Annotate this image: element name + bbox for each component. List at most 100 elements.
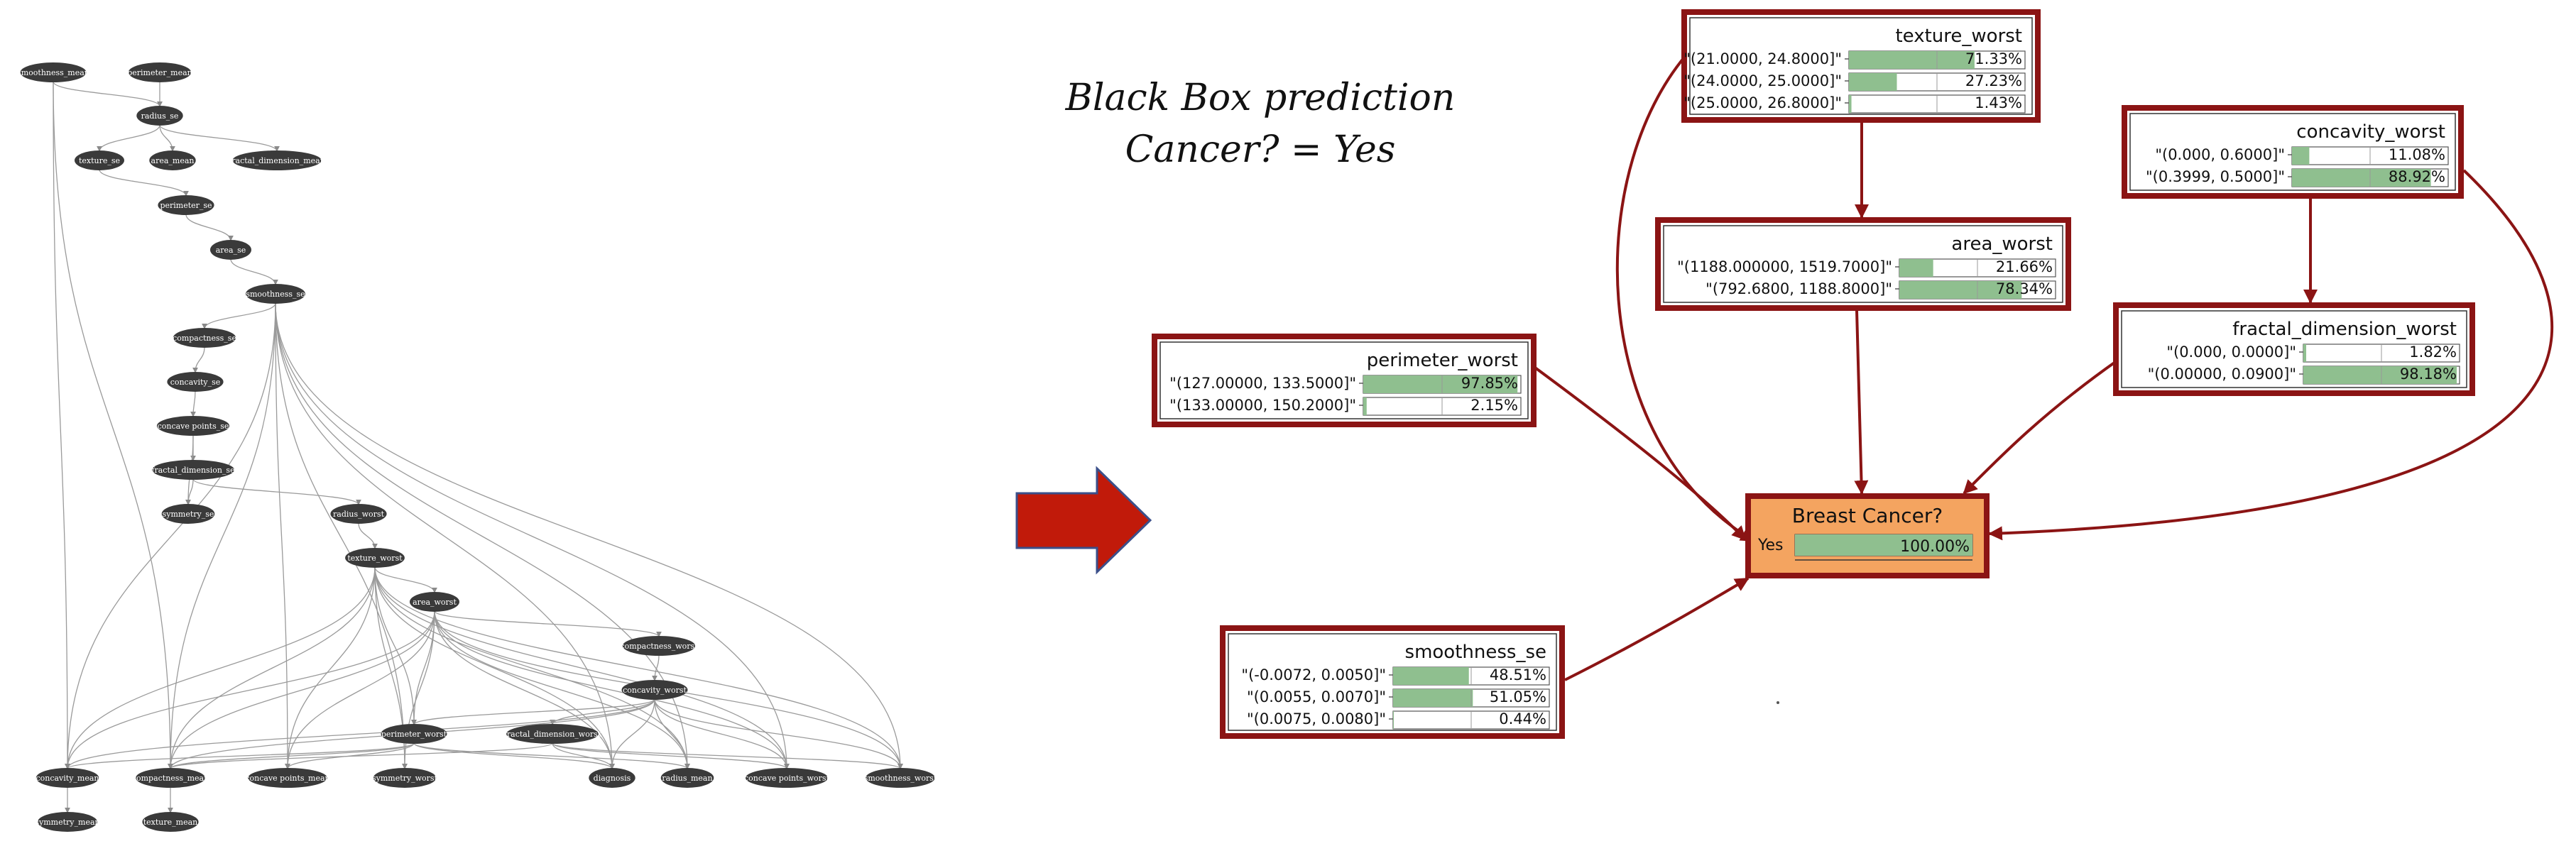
bn-state-label: "(127.00000, 133.5000]": [1169, 375, 1356, 392]
graph-node-label: concave points_mean: [245, 774, 329, 783]
bn-probability-bar: [1393, 689, 1473, 707]
graph-node-radius-se: radius_se: [136, 106, 183, 126]
bn-edge: [1615, 45, 1755, 542]
graph-edge: [168, 302, 276, 769]
bn-probability-label: 21.66%: [1996, 258, 2053, 275]
graph-edge: [65, 610, 435, 769]
graph-node-radius-worst: radius_worst: [330, 504, 387, 524]
graph-node-concavity-mean: concavity_mean: [36, 768, 99, 788]
graph-edge: [185, 478, 194, 505]
graph-node-ellipse: [158, 195, 214, 215]
graph-node-ellipse: [38, 812, 97, 832]
bn-probability-label: 48.51%: [1490, 666, 1546, 683]
graph-node-label: symmetry_se: [163, 510, 214, 519]
graph-edges: [53, 81, 903, 813]
graph-edge: [65, 742, 415, 769]
bn-probability-bar: [1393, 711, 1394, 729]
bn-node-title: area_worst: [1951, 234, 2053, 255]
graph-node-label: radius_worst: [333, 510, 385, 519]
graph-node-label: concavity_worst: [623, 686, 687, 695]
graph-edge: [285, 610, 435, 769]
graph-node-ellipse: [246, 284, 305, 304]
graph-node-ellipse: [142, 812, 199, 832]
bn-probability-bar: [1899, 281, 2022, 299]
graph-node-ellipse: [622, 636, 696, 656]
graph-node-fractal-dimension-worst: fractal_dimension_worst: [504, 724, 601, 744]
graph-node-label: smoothness_worst: [864, 774, 937, 783]
graph-edge: [402, 610, 435, 769]
graph-node-symmetry-worst: symmetry_worst: [372, 768, 438, 788]
graph-edge: [192, 346, 205, 373]
graph-edge: [168, 566, 376, 769]
bn-probability-bar: [1899, 259, 1933, 277]
graph-node-ellipse: [128, 62, 192, 82]
graph-edge: [552, 742, 790, 769]
bn-node-title: texture_worst: [1895, 26, 2022, 47]
graph-node-label: texture_mean: [143, 818, 198, 827]
bn-node-title: concavity_worst: [2296, 121, 2445, 143]
graph-edge: [434, 610, 662, 637]
graph-edge: [190, 390, 196, 417]
bn-edge: [1854, 309, 1869, 495]
graph-edge: [185, 214, 234, 241]
graph-edge: [53, 81, 173, 769]
bn-state-label: "(792.6800, 1188.8000]": [1705, 280, 1892, 297]
graph-node-perimeter-worst: perimeter_worst: [381, 724, 447, 744]
graph-edge: [168, 610, 435, 769]
target-state-label: Yes: [1757, 537, 1784, 554]
graph-node-ellipse: [589, 768, 635, 788]
graph-node-label: perimeter_se: [160, 201, 212, 210]
bn-node-title: smoothness_se: [1405, 642, 1546, 663]
graph-node-ellipse: [136, 768, 205, 788]
graph-edge: [192, 478, 361, 505]
graph-edge: [413, 742, 690, 769]
graph-edge: [654, 698, 903, 769]
graph-node-label: concavity_se: [170, 378, 221, 387]
graph-node-label: compactness_se: [173, 334, 236, 343]
graph-node-concave-points-worst: concave points_worst: [744, 768, 830, 788]
graph-node-smoothness-se: smoothness_se: [246, 284, 305, 304]
graph-node-area-se: area_se: [210, 240, 251, 260]
graph-edge: [275, 302, 903, 769]
title-line-1: Black Box prediction: [1065, 77, 1456, 119]
bn-probability-label: 98.18%: [2400, 366, 2457, 383]
bn-state-label: "(0.0075, 0.0080]": [1247, 710, 1386, 727]
graph-node-label: texture_se: [79, 156, 120, 165]
graph-node-label: fractal_dimension_se: [151, 466, 234, 475]
graph-node-diagnosis: diagnosis: [589, 768, 635, 788]
graph-node-label: fractal_dimension_mean: [229, 156, 325, 165]
graph-edge: [552, 742, 615, 769]
bn-edges: [1534, 45, 2554, 681]
graph-edge: [413, 742, 615, 769]
graph-node-label: area_mean: [151, 156, 195, 165]
bn-nodes: texture_worst"(21.0000, 24.8000]"71.33%"…: [1152, 9, 2475, 739]
bn-state-label: "(0.000, 0.0000]": [2166, 344, 2296, 361]
graph-node-area-mean: area_mean: [149, 150, 196, 170]
graph-node-ellipse: [345, 548, 405, 568]
graph-edge: [411, 698, 655, 725]
graph-edge: [434, 610, 790, 769]
target-probability-bar: [1795, 534, 1972, 556]
graph-node-label: smoothness_mean: [17, 68, 89, 77]
graph-edge: [609, 698, 655, 769]
graph-edge: [159, 124, 175, 152]
graph-node-concavity-se: concavity_se: [167, 372, 224, 392]
graph-node-ellipse: [232, 150, 322, 170]
graph-node-label: radius_se: [141, 111, 179, 121]
graph-node-smoothness-worst: smoothness_worst: [864, 768, 937, 788]
graph-node-ellipse: [381, 724, 447, 744]
graph-node-compactness-se: compactness_se: [173, 328, 236, 348]
graph-node-label: concave points_se: [158, 422, 229, 431]
bn-edge: [1988, 169, 2554, 541]
graph-edge: [159, 124, 280, 152]
bn-probability-bar: [1849, 95, 1852, 113]
bn-edge: [1963, 359, 2119, 495]
graph-node-ellipse: [866, 768, 935, 788]
graph-edge: [168, 742, 415, 769]
graph-edge: [285, 566, 376, 769]
graph-node-symmetry-mean: symmetry_mean: [35, 812, 100, 832]
bn-node-concavity-worst: concavity_worst"(0.000, 0.6000]"11.08%"(…: [2122, 105, 2464, 199]
bn-edge: [1564, 577, 1750, 681]
